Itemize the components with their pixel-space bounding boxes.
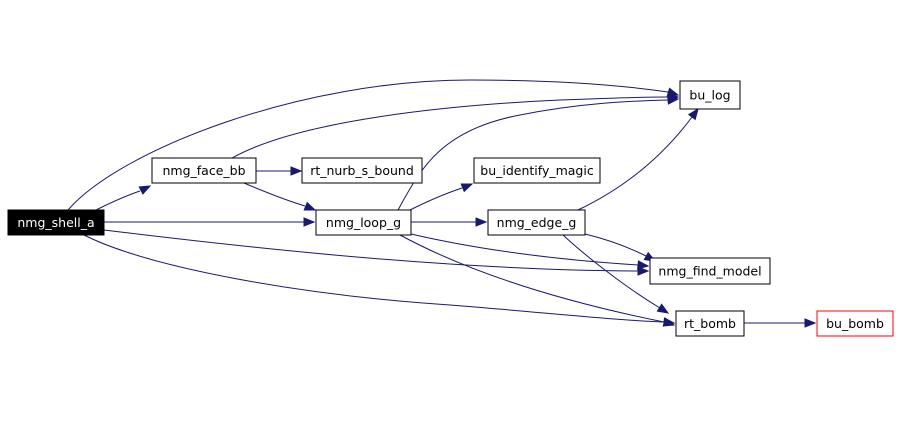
arrowhead-icon (303, 201, 317, 211)
edge-line (584, 233, 647, 257)
node-label: bu_log (689, 88, 730, 103)
node-box (816, 310, 894, 337)
edge-line (103, 229, 639, 272)
node-label: nmg_edge_g (497, 215, 577, 230)
edge-nmg_loop_g-to-rt_bomb (399, 234, 676, 327)
arrowhead-icon (138, 185, 152, 195)
arrowhead-icon (303, 217, 316, 227)
node-label: nmg_find_model (658, 264, 761, 279)
edge-line (399, 234, 665, 323)
arrowhead-icon (637, 266, 650, 276)
arrowhead-icon (662, 317, 676, 327)
edge-nmg_edge_g-to-nmg_find_model (584, 233, 657, 262)
node-box (7, 209, 105, 236)
node-bu_identify_magic[interactable]: bu_identify_magic (473, 157, 601, 184)
arrowhead-icon (667, 95, 680, 105)
edge-line (83, 234, 665, 323)
node-label: nmg_shell_a (17, 215, 94, 230)
edge-nmg_loop_g-to-nmg_find_model (410, 233, 650, 270)
node-box (315, 209, 412, 236)
edge-nmg_shell_a-to-nmg_face_bb (95, 185, 152, 211)
node-bu_bomb[interactable]: bu_bomb (816, 310, 894, 337)
node-nmg_face_bb[interactable]: nmg_face_bb (151, 157, 257, 184)
node-box (301, 157, 423, 184)
node-box (151, 157, 257, 184)
arrowhead-icon (687, 107, 699, 121)
edge-nmg_face_bb-to-rt_nurb_s_bound (256, 166, 303, 176)
node-box (679, 80, 741, 110)
edge-line (231, 96, 669, 159)
arrowhead-icon (804, 318, 817, 328)
edge-nmg_shell_a-to-rt_bomb (83, 234, 676, 327)
edge-line (410, 233, 639, 266)
node-label: nmg_face_bb (162, 163, 245, 178)
arrowhead-icon (290, 166, 303, 176)
node-box (473, 157, 601, 184)
node-rt_nurb_s_bound[interactable]: rt_nurb_s_bound (301, 157, 423, 184)
node-label: nmg_loop_g (326, 215, 401, 230)
node-bu_log[interactable]: bu_log (679, 80, 741, 110)
node-label: rt_nurb_s_bound (310, 163, 414, 178)
nodes-layer: nmg_shell_a nmg_face_bb rt_nurb_s_boundnmg… (7, 80, 894, 337)
edge-nmg_loop_g-to-bu_log (397, 95, 680, 211)
edges-layer (67, 79, 817, 328)
node-rt_bomb[interactable]: rt_bomb (675, 310, 745, 337)
edge-nmg_face_bb-to-nmg_loop_g (243, 182, 317, 211)
edge-line (409, 187, 463, 211)
edge-line (243, 182, 306, 207)
edge-nmg_shell_a-to-nmg_find_model (103, 229, 650, 276)
edge-rt_bomb-to-bu_bomb (744, 318, 817, 328)
edge-nmg_edge_g-to-bu_log (577, 107, 699, 211)
edge-line (562, 234, 661, 309)
edge-nmg_loop_g-to-nmg_edge_g (411, 217, 488, 227)
node-nmg_edge_g[interactable]: nmg_edge_g (487, 209, 586, 236)
node-nmg_shell_a[interactable]: nmg_shell_a (7, 209, 105, 236)
edge-line (397, 99, 669, 211)
arrowhead-icon (656, 303, 670, 314)
arrowhead-icon (475, 217, 488, 227)
edge-nmg_edge_g-to-rt_bomb (562, 234, 670, 314)
edge-nmg_shell_a-to-bu_log (67, 79, 680, 211)
edge-line (67, 79, 669, 211)
node-label: bu_identify_magic (480, 163, 594, 178)
arrowhead-icon (637, 260, 650, 270)
node-box (675, 310, 745, 337)
edge-nmg_shell_a-to-nmg_loop_g (104, 217, 316, 227)
node-nmg_find_model[interactable]: nmg_find_model (649, 257, 771, 285)
edge-line (95, 190, 141, 211)
edge-nmg_loop_g-to-bu_identify_magic (409, 183, 474, 211)
node-nmg_loop_g[interactable]: nmg_loop_g (315, 209, 412, 236)
node-box (649, 257, 771, 285)
edge-line (577, 116, 693, 211)
arrowhead-icon (460, 183, 474, 193)
node-box (487, 209, 586, 236)
node-label: rt_bomb (684, 316, 736, 331)
node-label: bu_bomb (826, 316, 884, 331)
